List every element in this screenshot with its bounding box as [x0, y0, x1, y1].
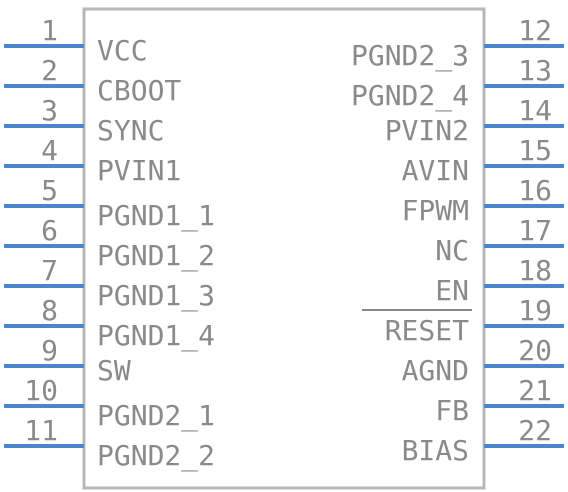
pin-7-number: 7: [41, 254, 58, 287]
pin-15-number: 15: [518, 134, 552, 167]
pin-21-number: 21: [518, 374, 552, 407]
pin-10-number: 10: [24, 374, 58, 407]
pin-8-name: PGND1_4: [97, 319, 215, 353]
pin-16-name: FPWM: [402, 194, 469, 227]
pin-3-name: SYNC: [97, 114, 164, 147]
pin-19-number: 19: [518, 294, 552, 327]
pin-20-number: 20: [518, 334, 552, 367]
pin-11-number: 11: [24, 414, 58, 447]
pin-2-name: CBOOT: [97, 74, 181, 107]
pin-17-name: NC: [435, 234, 469, 267]
pin-9-name: SW: [97, 354, 131, 387]
pin-5-name: PGND1_1: [97, 199, 215, 233]
pin-3-number: 3: [41, 94, 58, 127]
pin-5-number: 5: [41, 174, 58, 207]
pin-6-name: PGND1_2: [97, 239, 215, 273]
pin-1-name: VCC: [97, 34, 148, 67]
pin-12-name: PGND2_3: [351, 39, 469, 73]
pin-2-number: 2: [41, 54, 58, 87]
pin-17-number: 17: [518, 214, 552, 247]
pin-14-name: PVIN2: [385, 114, 469, 147]
component-body: [82, 7, 486, 490]
pin-20-name: AGND: [402, 354, 469, 387]
pin-11-name: PGND2_2: [97, 439, 215, 473]
pin-13-number: 13: [518, 54, 552, 87]
pin-10-name: PGND2_1: [97, 399, 215, 433]
pin-21-name: FB: [435, 394, 469, 427]
pin-19-name: RESET: [385, 314, 469, 347]
pin-22-number: 22: [518, 414, 552, 447]
pin-13-name: PGND2_4: [351, 79, 469, 113]
pin-18-number: 18: [518, 254, 552, 287]
pin-6-number: 6: [41, 214, 58, 247]
pin-9-number: 9: [41, 334, 58, 367]
pin-14-number: 14: [518, 94, 552, 127]
pin-8-number: 8: [41, 294, 58, 327]
pin-18-name: EN: [435, 274, 469, 307]
pin-22-name: BIAS: [402, 434, 469, 467]
pin-7-name: PGND1_3: [97, 279, 215, 313]
pin-4-name: PVIN1: [97, 154, 181, 187]
pin-1-number: 1: [41, 14, 58, 47]
pin-12-number: 12: [518, 14, 552, 47]
pin-4-number: 4: [41, 134, 58, 167]
pin-15-name: AVIN: [402, 154, 469, 187]
pin-16-number: 16: [518, 174, 552, 207]
